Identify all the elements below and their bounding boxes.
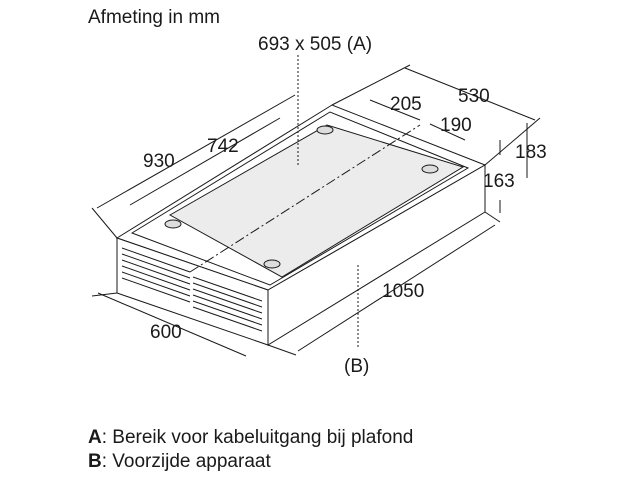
dim-600: 600 bbox=[150, 322, 182, 343]
legend-text-a: : Bereik voor kabeluitgang bij plafond bbox=[101, 427, 414, 448]
dim-163: 163 bbox=[483, 171, 515, 192]
label-area-a: 693 x 505 (A) bbox=[258, 34, 372, 55]
legend-item-b: B: Voorzijde apparaat bbox=[88, 451, 271, 473]
legend-key-a: A bbox=[88, 427, 102, 448]
dim-190: 190 bbox=[440, 115, 472, 136]
dim-183: 183 bbox=[515, 142, 547, 163]
dim-930: 930 bbox=[143, 151, 175, 172]
legend-item-a: A: Bereik voor kabeluitgang bij plafond bbox=[88, 427, 413, 449]
legend-key-b: B bbox=[88, 451, 102, 472]
dim-1050: 1050 bbox=[382, 281, 424, 302]
dim-742: 742 bbox=[207, 136, 239, 157]
diagram-title: Afmeting in mm bbox=[88, 7, 220, 28]
legend-text-b: : Voorzijde apparaat bbox=[101, 451, 271, 472]
mount-brackets bbox=[164, 125, 439, 269]
dim-530: 530 bbox=[458, 86, 490, 107]
dim-205: 205 bbox=[390, 94, 422, 115]
vent-grille bbox=[121, 247, 263, 332]
filter-panel bbox=[168, 124, 465, 278]
centerline bbox=[189, 124, 421, 273]
label-front-b: (B) bbox=[344, 356, 369, 377]
